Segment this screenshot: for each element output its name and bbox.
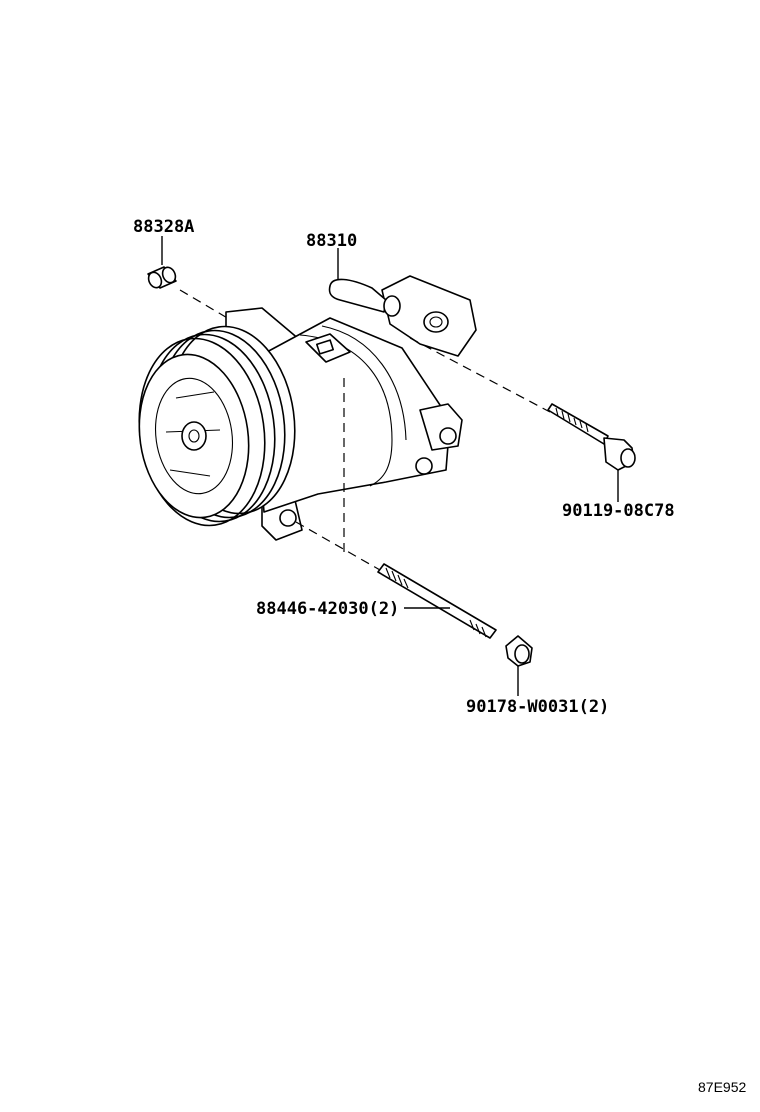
label-88328a[interactable]: 88328A [133,217,194,237]
alignment-line-bolt [409,337,551,413]
nut-part[interactable] [505,635,533,696]
label-90119-08c78[interactable]: 90119-08C78 [562,501,675,521]
bushing-part[interactable] [146,236,178,290]
stud-bolt-part[interactable] [377,563,497,639]
alignment-line-stud [295,521,381,571]
label-90178-w0031[interactable]: 90178-W0031(2) [466,697,609,717]
compressor-part[interactable] [128,248,477,541]
label-88310[interactable]: 88310 [306,231,357,251]
label-88446-42030[interactable]: 88446-42030(2) [256,599,399,619]
diagram-reference-code: 87E952 [698,1079,746,1095]
bolt-part[interactable] [547,403,636,502]
